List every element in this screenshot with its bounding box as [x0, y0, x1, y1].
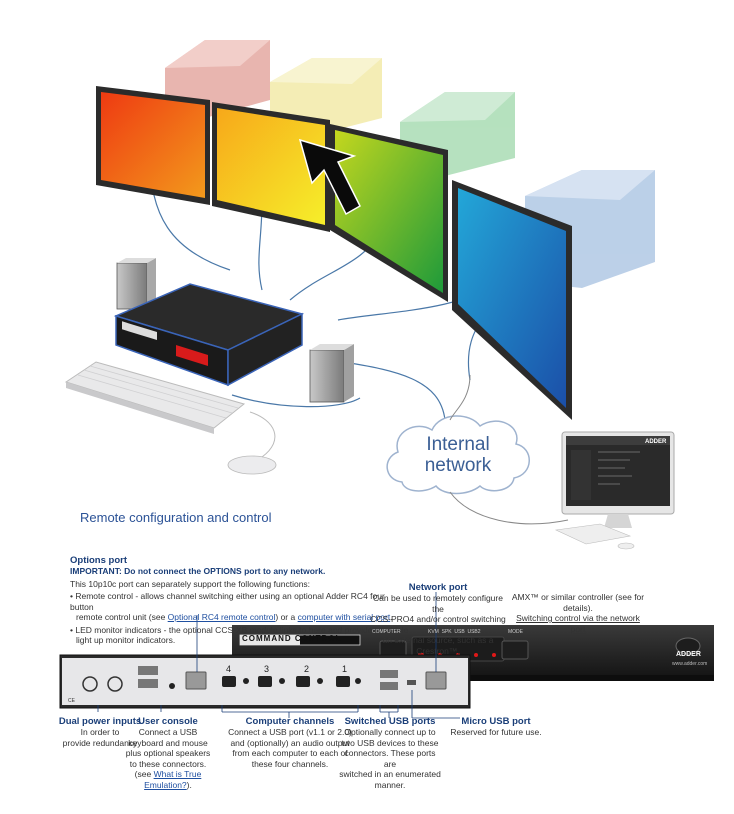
- callout-micro-usb: Micro USB port Reserved for future use.: [446, 716, 546, 738]
- user-console-title: User console: [138, 716, 198, 727]
- cloud-line-2: network: [424, 455, 492, 476]
- true-emulation-link-2[interactable]: Emulation?: [144, 779, 187, 790]
- bullet-1-text-d: .: [390, 612, 393, 622]
- computer-channels-line-2: and (optionally) an audio output: [230, 737, 350, 748]
- network-port-line-2: CCS-PRO4 and/or control switching from: [370, 614, 506, 635]
- channel-number-3: 3: [264, 664, 270, 674]
- mouse-cable: [249, 411, 276, 458]
- user-console-line-5: (see What is True: [118, 769, 218, 780]
- computer-channels-title: Computer channels: [245, 716, 335, 727]
- monitor-1: [96, 86, 210, 205]
- bullet-1-text-b: remote control unit (see: [76, 612, 166, 622]
- channel-number-1: 1: [342, 664, 348, 674]
- front-logo: ADDER: [676, 651, 701, 658]
- computer-channels-line-1: Connect a USB port (v1.1 or 2.0): [228, 727, 352, 737]
- front-kvm-labels: KVM SPK USB USB2: [428, 629, 481, 635]
- power-title: Dual power inputs: [58, 716, 142, 727]
- true-emulation-link-1[interactable]: What is True: [153, 769, 202, 779]
- micro-usb-line-1: Reserved for future use.: [450, 727, 542, 737]
- network-port-line-4: AMX™ or similar controller (see for deta…: [511, 592, 645, 613]
- serial-port-link[interactable]: computer with serial port: [297, 612, 391, 622]
- options-port-bullet-2-a: • LED monitor indicators - the optional …: [70, 624, 409, 635]
- options-port-intro: This 10p10c port can separately support …: [70, 578, 311, 589]
- callout-user-console: User console Connect a USB keyboard and …: [118, 716, 218, 790]
- rc4-remote-link[interactable]: Optional RC4 remote control: [167, 612, 276, 622]
- network-port-title: Network port: [408, 582, 468, 593]
- options-port-warning: IMPORTANT: Do not connect the OPTIONS po…: [70, 566, 326, 576]
- switched-usb-line-3: connectors. These ports are: [344, 748, 436, 769]
- network-port-block: Network port Can be used to remotely con…: [370, 582, 506, 656]
- switched-usb-line-2: two USB devices to these: [341, 737, 439, 748]
- user-console-see: (see: [134, 769, 152, 779]
- kvm-rear-panel: CE: [59, 654, 471, 709]
- user-console-line-6: Emulation?).: [118, 780, 218, 791]
- callout-switched-usb: Switched USB ports Optionally connect up…: [338, 716, 442, 790]
- options-port-block: Options port IMPORTANT: Do not connect t…: [70, 555, 410, 646]
- front-site: www.adder.com: [672, 661, 708, 667]
- section-title: Remote configuration and control: [80, 510, 272, 525]
- keyboard-icon: [64, 361, 246, 434]
- front-computer-label: COMPUTER: [372, 629, 401, 635]
- monitor-3: [330, 124, 448, 302]
- power-line-2: provide redundancy: [62, 737, 138, 748]
- user-console-line-1: Connect a USB: [138, 727, 198, 737]
- front-brand-label: COMMAND CONTROL: [242, 634, 342, 643]
- bullet-1-text-c: ) or a: [275, 612, 296, 622]
- switched-usb-title: Switched USB ports: [344, 716, 436, 727]
- power-line-1: In order to: [80, 727, 120, 737]
- computer-channels-line-3: from each computer to each of: [232, 748, 348, 758]
- network-port-line-1: Can be used to remotely configure the: [373, 593, 503, 614]
- network-port-line-3: an external source, such as a Crestron™,: [382, 635, 494, 656]
- network-port-block-2: AMX™ or similar controller (see for deta…: [508, 592, 648, 634]
- callout-lines: [97, 592, 460, 719]
- monitor-4: [452, 180, 572, 420]
- options-port-bullet-1-b: remote control unit (see Optional RC4 re…: [70, 612, 410, 623]
- switched-usb-line-4: switched in an enumerated: [339, 769, 441, 779]
- cloud-line-1: Internal: [426, 434, 490, 455]
- monitor-2: [212, 102, 330, 232]
- user-console-line-3: plus optional speakers: [125, 748, 211, 758]
- switched-usb-line-5: manner.: [374, 779, 406, 790]
- channel-number-4: 4: [226, 664, 232, 674]
- network-switching-link[interactable]: Switching control via the network port: [516, 613, 640, 634]
- computer-monitor-icon: ADDER: [554, 431, 675, 550]
- options-port-bullet-2-b: light up monitor indicators.: [76, 635, 176, 645]
- callout-power: Dual power inputs In order to provide re…: [52, 716, 148, 748]
- computer-channels-line-4: these four channels.: [251, 758, 329, 769]
- cursor-arrow-icon: [298, 138, 361, 216]
- speaker-left-icon: [116, 258, 156, 310]
- user-console-line-4: to these connectors.: [129, 758, 207, 769]
- callout-computer-channels: Computer channels Connect a USB port (v1…: [226, 716, 354, 769]
- cloud-label: Internal network: [408, 434, 508, 476]
- user-console-line-2: keyboard and mouse: [128, 737, 208, 748]
- svg-text:ADDER: ADDER: [645, 439, 667, 445]
- micro-usb-title: Micro USB port: [461, 716, 531, 727]
- kvm-device-3d: [113, 283, 305, 387]
- channel-number-2: 2: [304, 664, 310, 674]
- mouse-icon: [227, 455, 277, 475]
- switched-usb-line-1: Optionally connect up to: [344, 727, 436, 737]
- options-port-bullet-1-a: • Remote control - allows channel switch…: [70, 591, 385, 612]
- user-console-close: ).: [186, 779, 192, 790]
- svg-text:CE: CE: [68, 698, 76, 704]
- speaker-right-icon: [309, 344, 354, 403]
- front-mode-label: MODE: [508, 629, 523, 635]
- options-port-title: Options port: [70, 555, 127, 566]
